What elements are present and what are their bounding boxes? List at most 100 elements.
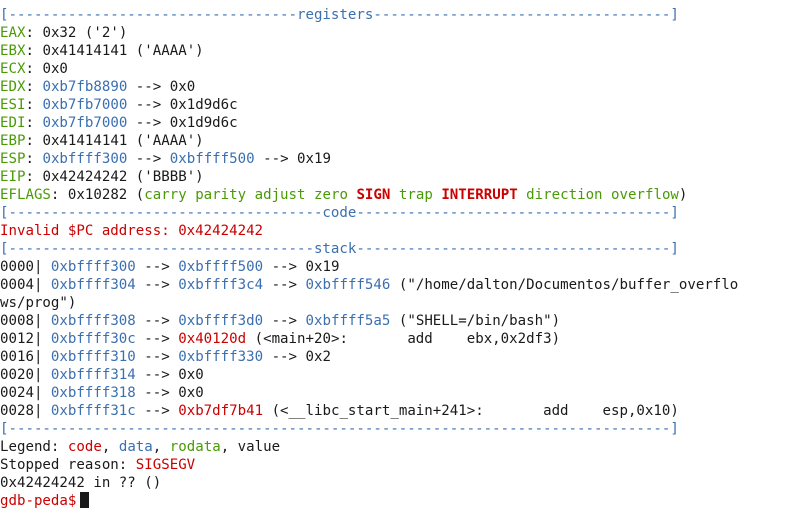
flag-clear: zero [305,187,348,203]
flag-clear: adjust [246,187,306,203]
eflags-row: EFLAGS: 0x10282 (carry parity adjust zer… [0,186,786,204]
stack-continuation: ws/prog") [0,295,77,311]
arrow-text: --> [263,349,306,365]
colon-text: : [25,79,43,95]
pointer-address: 0xbffff3c4 [178,277,264,293]
register-value: 0x19 [297,151,331,167]
stack-value: 0x19 [305,259,340,275]
stack-row: 0012| 0xbffff30c --> 0x40120d (<main+20>… [0,330,786,348]
code-pointer: 0x40120d [178,331,247,347]
register-row: ESP: 0xbffff300 --> 0xbffff500 --> 0x19 [0,150,786,168]
stopped-reason: SIGSEGV [135,457,196,473]
pointer-address: 0xbffff5a5 [305,313,391,329]
stack-offset: 0000| [0,259,51,275]
separator-text: [------------------------------------sta… [0,241,679,257]
stack-offset: 0008| [0,313,51,329]
stack-value: 0x0 [178,385,204,401]
pointer-address: 0xbffff546 [305,277,391,293]
flag-clear: carry [144,187,187,203]
stack-address: 0xbffff300 [50,259,136,275]
stopped-reason-row: Stopped reason: SIGSEGV [0,456,786,474]
pointer-address: 0xbffff300 [42,151,128,167]
stack-address: 0xbffff318 [50,385,136,401]
register-name: EDI [0,115,26,131]
pointer-address: 0xbffff3d0 [178,313,264,329]
arrow-text: --> [135,277,179,293]
register-name: EBX [0,43,26,59]
stack-value: 0x0 [178,367,204,383]
location-text: 0x42424242 in ?? () [0,475,162,491]
colon-text: : [25,151,43,167]
stack-separator: [------------------------------------sta… [0,240,786,258]
pointer-address: 0xbffff330 [178,349,264,365]
stack-address: 0xbffff314 [50,367,136,383]
flag-clear: parity [186,187,247,203]
arrow-text: --> [263,313,306,329]
flag-clear: overflow [602,187,679,203]
colon-text: : [25,43,43,59]
arrow-text: --> [127,115,170,131]
register-row: ESI: 0xb7fb7000 --> 0x1d9d6c [0,96,786,114]
register-row: EIP: 0x42424242 ('BBBB') [0,168,786,186]
stack-offset: 0004| [0,277,51,293]
legend-code: code [67,439,102,455]
stack-offset: 0016| [0,349,51,365]
register-value: 0x1d9d6c [169,115,238,131]
stopped-label: Stopped reason: [0,457,136,473]
stack-value: ("/home/dalton/Documentos/buffer_overflo [390,277,739,293]
pointer-address: 0xbffff500 [178,259,264,275]
arrow-text: --> [263,259,306,275]
legend-value: value [237,439,281,455]
stack-address: 0xbffff308 [50,313,136,329]
flag-clear: direction [517,187,603,203]
arrow-text: --> [135,259,179,275]
arrow-text: --> [263,277,306,293]
stack-address: 0xbffff31c [50,403,136,419]
stack-row: 0024| 0xbffff318 --> 0x0 [0,384,786,402]
stack-address: 0xbffff30c [50,331,136,347]
stack-row: 0004| 0xbffff304 --> 0xbffff3c4 --> 0xbf… [0,276,786,294]
stack-row: ws/prog") [0,294,786,312]
arrow-text: --> [127,79,170,95]
register-row: EDX: 0xb7fb8890 --> 0x0 [0,78,786,96]
register-value: 0x32 ('2') [42,25,128,41]
arrow-text: --> [127,151,170,167]
arrow-text: --> [135,385,179,401]
register-value: 0x41414141 ('AAAA') [42,43,204,59]
stack-offset: 0012| [0,331,51,347]
pointer-address: 0xb7fb7000 [42,115,128,131]
register-value: 0x41414141 ('AAAA') [42,133,204,149]
comma-text: , [101,439,119,455]
register-value: 0x0 [169,79,196,95]
comma-text: , [220,439,238,455]
arrow-text: --> [127,97,170,113]
paren-text: ) [678,187,688,203]
stack-row: 0000| 0xbffff300 --> 0xbffff500 --> 0x19 [0,258,786,276]
colon-text: : [25,115,43,131]
arrow-text: --> [135,403,179,419]
flag-set: SIGN [347,187,391,203]
end-separator: [---------------------------------------… [0,420,786,438]
pointer-address: 0xb7fb7000 [42,97,128,113]
pointer-address: 0xb7fb8890 [42,79,128,95]
stack-address: 0xbffff304 [50,277,136,293]
stack-offset: 0028| [0,403,51,419]
text-cursor[interactable] [80,492,90,508]
colon-text: : [25,97,43,113]
code-separator: [-------------------------------------co… [0,204,786,222]
register-row: EBX: 0x41414141 ('AAAA') [0,42,786,60]
register-row: EDI: 0xb7fb7000 --> 0x1d9d6c [0,114,786,132]
gdb-prompt: gdb-peda$ [0,493,77,509]
arrow-text: --> [135,331,179,347]
stack-row: 0008| 0xbffff308 --> 0xbffff3d0 --> 0xbf… [0,312,786,330]
flag-clear: trap [390,187,433,203]
stack-row: 0020| 0xbffff314 --> 0x0 [0,366,786,384]
stack-value: (<__libc_start_main+241>: add esp,0x10) [263,403,679,419]
legend-data: data [118,439,153,455]
arrow-text: --> [135,367,179,383]
colon-text: : [25,25,43,41]
registers-separator: [----------------------------------regis… [0,6,786,24]
register-name: ECX [0,61,26,77]
stack-value: ("SHELL=/bin/bash") [390,313,561,329]
